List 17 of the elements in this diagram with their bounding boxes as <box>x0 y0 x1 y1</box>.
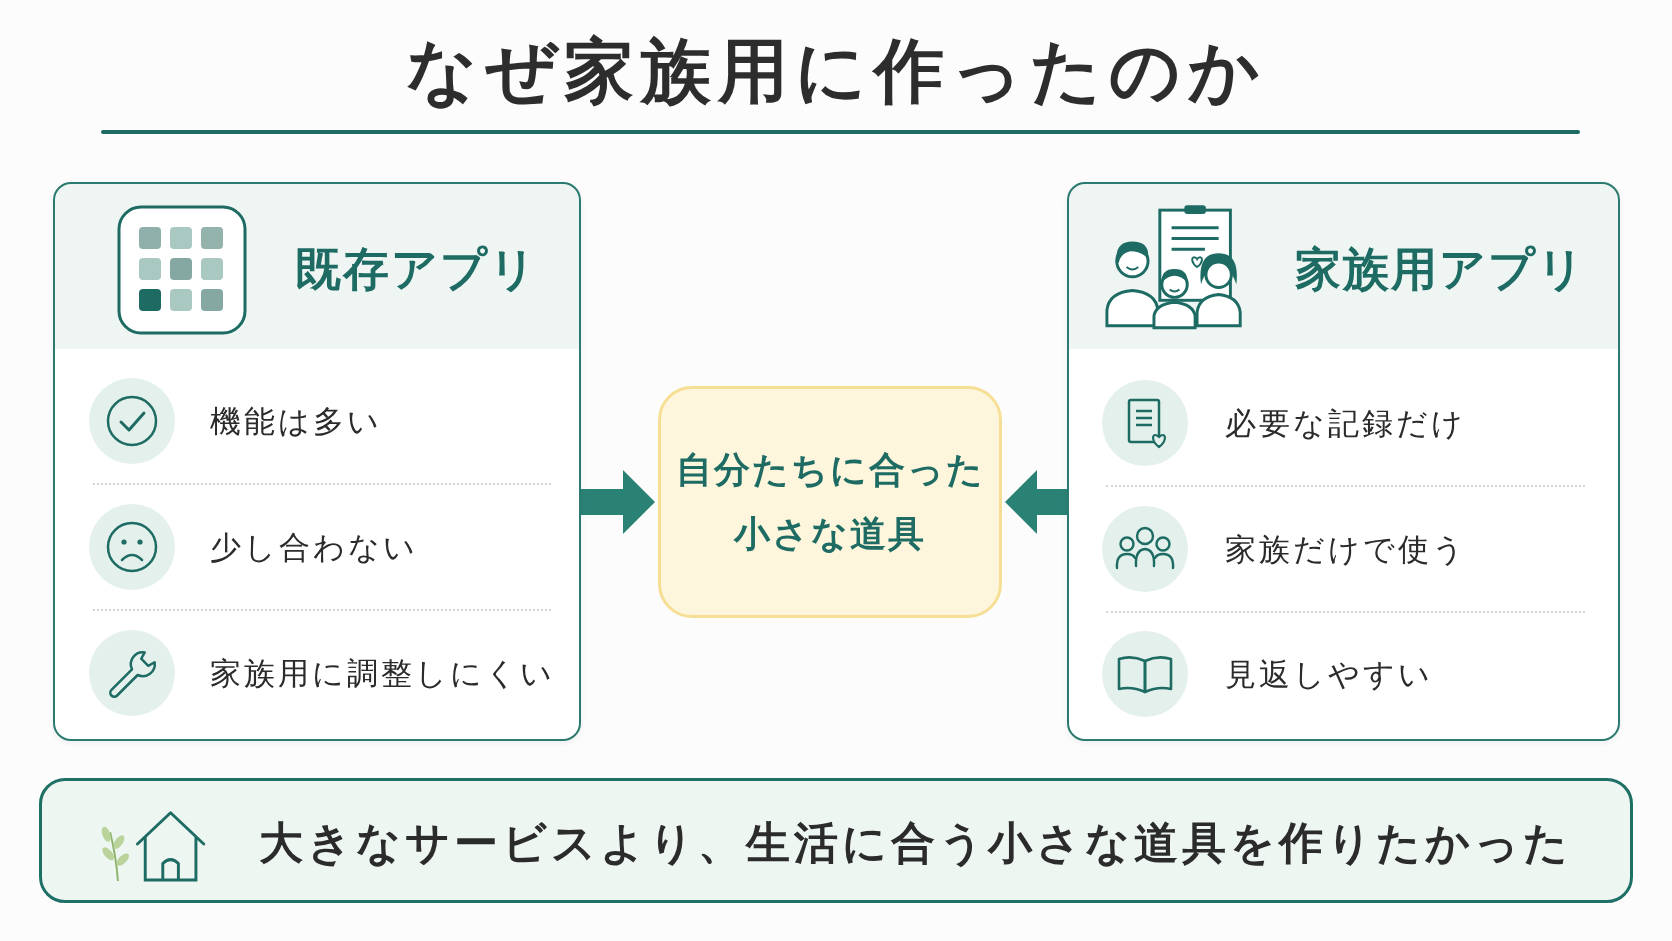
list-item-text: 機能は多い <box>210 402 382 441</box>
list-item-text: 見返しやすい <box>1225 655 1433 694</box>
panel-title: 既存アプリ <box>295 241 538 298</box>
arrow <box>581 470 655 534</box>
list-item-text: 少し合わない <box>210 528 418 567</box>
arrow <box>1005 470 1067 534</box>
list-item-text: 家族用に調整しにくい <box>210 654 555 693</box>
list-item-text: 必要な記録だけ <box>1225 404 1466 443</box>
box-text: 自分たちに合った小さな道具 <box>675 448 985 556</box>
banner-text: 大きなサービスより、生活に合う小さな道具を作りたかった <box>259 816 1572 870</box>
panel-card <box>1067 182 1620 741</box>
panel-title: 家族用アプリ <box>1295 241 1586 298</box>
page-title: なぜ家族用に作ったのか <box>405 29 1267 114</box>
highlight-box <box>658 386 1002 618</box>
message-banner <box>39 778 1633 903</box>
list-item-text: 家族だけで使う <box>1225 530 1467 569</box>
panel-card <box>53 182 581 741</box>
